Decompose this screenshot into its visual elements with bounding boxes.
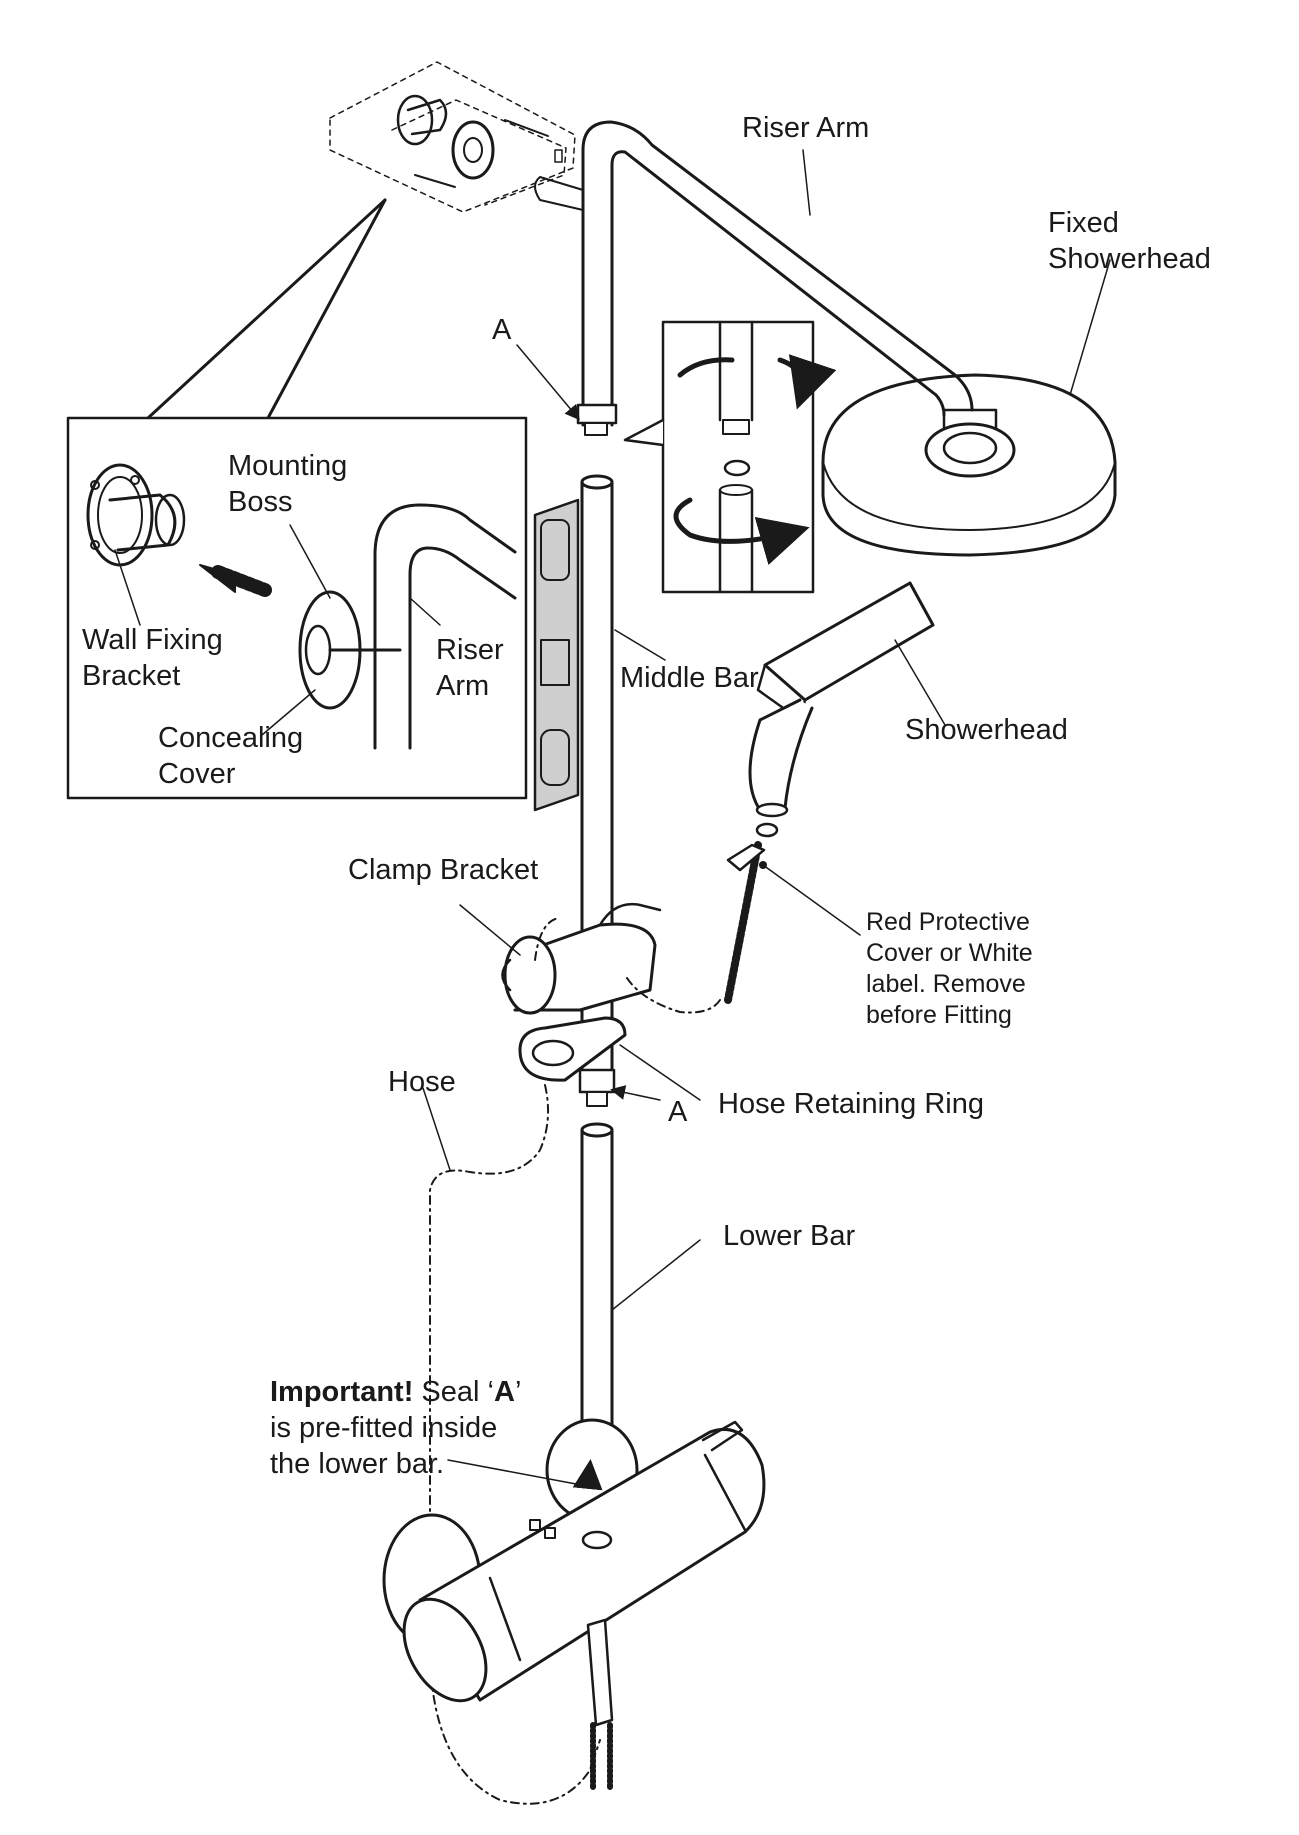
label-protective-cover: Red Protective Cover or White label. Rem… bbox=[866, 907, 1033, 1031]
label-riser-arm-inset-line2: Arm bbox=[436, 670, 490, 702]
note-important-line3: the lower bar. bbox=[270, 1448, 445, 1480]
note-important-text1: Seal ‘ bbox=[413, 1376, 494, 1408]
leader-lines bbox=[114, 149, 1111, 1488]
label-wall-fixing-bracket-line1: Wall Fixing bbox=[82, 624, 223, 656]
note-important-line1: Important! Seal ‘A’ bbox=[270, 1374, 521, 1410]
label-hose-retaining-ring: Hose Retaining Ring bbox=[718, 1088, 984, 1120]
note-important-text2: ’ bbox=[514, 1376, 522, 1408]
note-important-line2: is pre-fitted inside bbox=[270, 1412, 498, 1444]
wall-bracket-exploded-group bbox=[146, 61, 576, 420]
label-riser-arm: Riser Arm bbox=[742, 112, 870, 144]
label-seal-a-bottom: A bbox=[668, 1096, 688, 1128]
label-protective-cover-line1: Red Protective bbox=[866, 908, 1030, 936]
label-protective-cover-line4: before Fitting bbox=[866, 1001, 1012, 1029]
handheld-showerhead bbox=[748, 581, 935, 838]
label-lower-bar: Lower Bar bbox=[723, 1220, 856, 1252]
label-wall-fixing-bracket: Wall Fixing Bracket bbox=[82, 622, 223, 694]
fixed-showerhead bbox=[821, 373, 1117, 557]
label-seal-a-top: A bbox=[492, 314, 512, 346]
note-important-bold: Important! bbox=[270, 1376, 414, 1408]
label-concealing-cover: Concealing Cover bbox=[158, 720, 303, 792]
label-showerhead: Showerhead bbox=[905, 714, 1068, 746]
spirit-level bbox=[533, 498, 580, 812]
hose-retaining-ring bbox=[518, 1016, 627, 1082]
label-protective-cover-line2: Cover or White bbox=[866, 939, 1033, 967]
label-clamp-bracket: Clamp Bracket bbox=[348, 854, 539, 886]
riser-arm bbox=[534, 120, 974, 436]
note-important-seal-a: A bbox=[493, 1376, 515, 1408]
valve-body bbox=[382, 1418, 766, 1793]
label-fixed-showerhead-line1: Fixed bbox=[1048, 207, 1119, 239]
label-middle-bar: Middle Bar bbox=[620, 662, 759, 694]
hose bbox=[429, 841, 766, 1805]
label-mounting-boss-line2: Boss bbox=[228, 486, 293, 518]
label-wall-fixing-bracket-line2: Bracket bbox=[82, 660, 181, 692]
label-mounting-boss: Mounting Boss bbox=[228, 448, 347, 520]
clamp-bracket bbox=[501, 902, 662, 1015]
lower-bar bbox=[580, 1122, 614, 1462]
note-important: Important! Seal ‘A’ is pre-fitted inside… bbox=[270, 1374, 521, 1482]
label-riser-arm-inset: Riser Arm bbox=[436, 632, 504, 704]
label-concealing-cover-line2: Cover bbox=[158, 758, 236, 790]
mounting-inset-panel bbox=[66, 416, 528, 800]
label-protective-cover-line3: label. Remove bbox=[866, 970, 1026, 998]
label-fixed-showerhead: Fixed Showerhead bbox=[1048, 205, 1211, 277]
label-riser-arm-inset-line1: Riser bbox=[436, 634, 504, 666]
rotation-detail-inset bbox=[623, 320, 837, 594]
label-fixed-showerhead-line2: Showerhead bbox=[1048, 243, 1211, 275]
middle-bar bbox=[578, 474, 616, 1107]
label-hose: Hose bbox=[388, 1066, 456, 1098]
label-mounting-boss-line1: Mounting bbox=[228, 450, 348, 482]
label-concealing-cover-line1: Concealing bbox=[158, 722, 304, 754]
